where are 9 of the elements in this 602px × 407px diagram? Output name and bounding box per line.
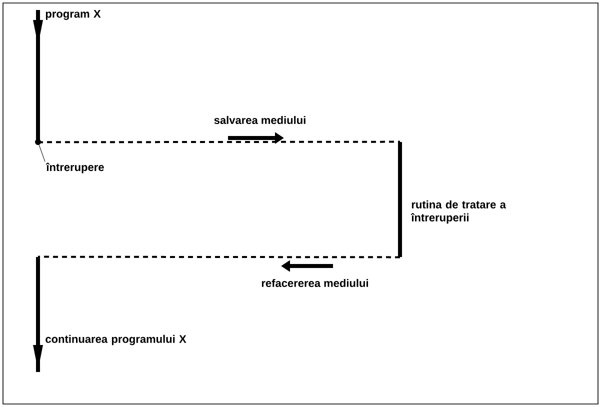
dashed-line (38, 256, 400, 258)
edge-label: refacererea mediului (262, 278, 368, 288)
dashed-line (38, 140, 400, 144)
line-label: continuarea programului X (46, 334, 186, 346)
line-label: program X (46, 10, 101, 20)
interrupt-label: întrerupere (46, 162, 104, 174)
leader-line (38, 144, 46, 162)
edge-label: salvarea mediului (214, 116, 306, 124)
line-label: rutina de tratare a întreruperii (410, 200, 506, 224)
